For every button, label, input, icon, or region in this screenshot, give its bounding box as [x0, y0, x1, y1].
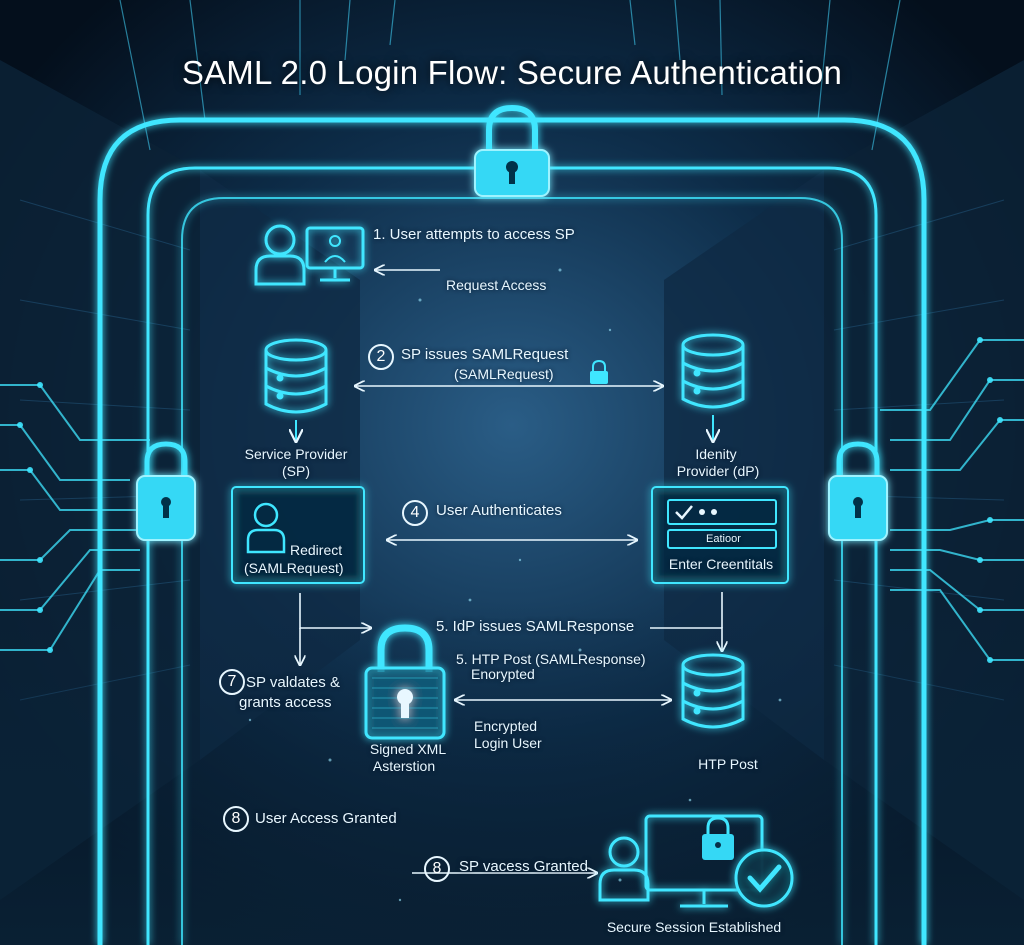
signed-xml-label-line1: Signed XML: [369, 741, 447, 757]
step-7-label-line1: SP valdates &: [246, 674, 340, 691]
padlock-icon: [364, 624, 446, 740]
login-form-icon: [651, 486, 789, 584]
idp-label-line2: Provider (dP): [676, 463, 760, 479]
lock-icon: [474, 104, 550, 197]
lock-icon: [828, 441, 888, 541]
step-4-label: User Authenticates: [436, 502, 562, 519]
step-2-sublabel: (SAMLRequest): [454, 366, 554, 382]
step-1-label: 1. User attempts to access SP: [373, 226, 575, 243]
lock-icon: [702, 816, 734, 860]
step-8a-number: 8: [223, 806, 249, 832]
signed-xml-label-line2: Asterstion: [372, 758, 436, 774]
step-4-number: 4: [402, 500, 428, 526]
saml-response-arrow: [650, 627, 722, 650]
encrypted-label-line1: Encrypted: [474, 718, 538, 734]
step-5b-label: 5. HTP Post (SAMLResponse): [456, 651, 646, 667]
redirect-label-line1: Redirect: [290, 542, 343, 558]
http-post-label: HTP Post: [698, 756, 758, 772]
step-2-label: SP issues SAMLRequest: [401, 346, 569, 363]
database-icon: [264, 338, 328, 414]
idp-label-line1: Idenity: [695, 446, 737, 462]
enter-credentials-label: Enter Creentitals: [668, 556, 774, 572]
step-8b-label: SP vacess Granted: [459, 858, 588, 875]
diagram-title: SAML 2.0 Login Flow: Secure Authenticati…: [181, 54, 843, 91]
step-7-number: 7: [219, 669, 245, 695]
redirect-box: [231, 486, 365, 584]
step-2-number: 2: [368, 344, 394, 370]
encrypted-label-line2: Login User: [474, 735, 542, 751]
user-icon: [254, 224, 306, 286]
step-5-label: 5. IdP issues SAMLResponse: [436, 618, 635, 635]
user-icon: [246, 502, 286, 554]
encrypted-top-label: Enorypted: [471, 666, 535, 682]
secure-session-label: Secure Session Established: [606, 919, 782, 935]
redirect-down-arrow: [299, 593, 370, 628]
sp-label-line2: (SP): [282, 463, 310, 479]
lock-icon: [590, 359, 608, 384]
step-8b-number: 8: [424, 856, 450, 882]
step-8a-label: User Access Granted: [255, 810, 397, 827]
monitor-icon: [305, 226, 365, 282]
request-access-label: Request Access: [446, 277, 547, 293]
login-form-field-text: Eatioor: [706, 533, 741, 545]
database-icon: [681, 333, 745, 409]
step-7-label-line2: grants access: [239, 694, 332, 711]
database-icon: [681, 653, 745, 729]
lock-icon: [136, 441, 196, 541]
user-icon: [598, 836, 650, 902]
checkmark-icon: [734, 848, 794, 908]
redirect-label-line2: (SAMLRequest): [244, 560, 344, 576]
sp-label-line1: Service Provider: [244, 446, 348, 462]
